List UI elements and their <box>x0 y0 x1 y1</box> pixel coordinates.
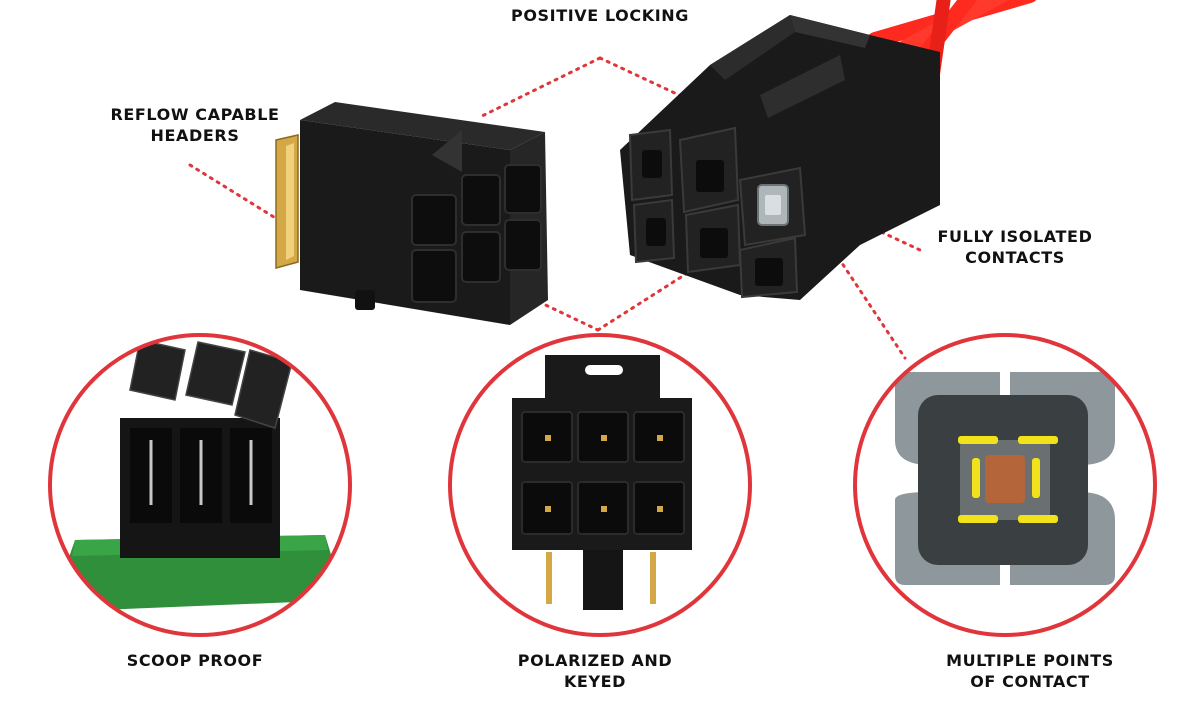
isolated-line2: CONTACTS <box>965 248 1065 267</box>
contact-points-detail-illustration <box>853 333 1157 637</box>
contact-points-circle <box>853 333 1157 637</box>
fully-isolated-contacts-label: FULLY ISOLATED CONTACTS <box>920 226 1110 268</box>
leader-positive-right <box>598 56 730 120</box>
scoop-proof-text: SCOOP PROOF <box>126 651 264 670</box>
polarized-line2: KEYED <box>563 672 627 691</box>
header-connector-illustration <box>275 102 548 325</box>
polarized-circle <box>448 333 752 637</box>
multiple-points-contact-label: MULTIPLE POINTS OF CONTACT <box>900 650 1160 692</box>
scoop-proof-label: SCOOP PROOF <box>90 650 300 671</box>
isolated-line1: FULLY ISOLATED <box>937 227 1093 246</box>
polarized-keyed-label: POLARIZED AND KEYED <box>490 650 700 692</box>
positive-locking-text: POSITIVE LOCKING <box>511 6 689 25</box>
reflow-line1: REFLOW CAPABLE <box>110 105 280 124</box>
polarized-line1: POLARIZED AND <box>517 651 673 670</box>
multiple-line2: OF CONTACT <box>970 672 1090 691</box>
scoop-proof-detail-illustration <box>48 333 352 637</box>
reflow-capable-headers-label: REFLOW CAPABLE HEADERS <box>90 104 300 146</box>
reflow-line2: HEADERS <box>150 126 240 145</box>
scoop-proof-circle <box>48 333 352 637</box>
positive-locking-label: POSITIVE LOCKING <box>480 5 720 26</box>
polarized-face-detail-illustration <box>448 333 752 637</box>
leader-positive-left <box>476 56 602 120</box>
multiple-line1: MULTIPLE POINTS <box>946 651 1114 670</box>
plug-connector-illustration <box>620 15 940 300</box>
